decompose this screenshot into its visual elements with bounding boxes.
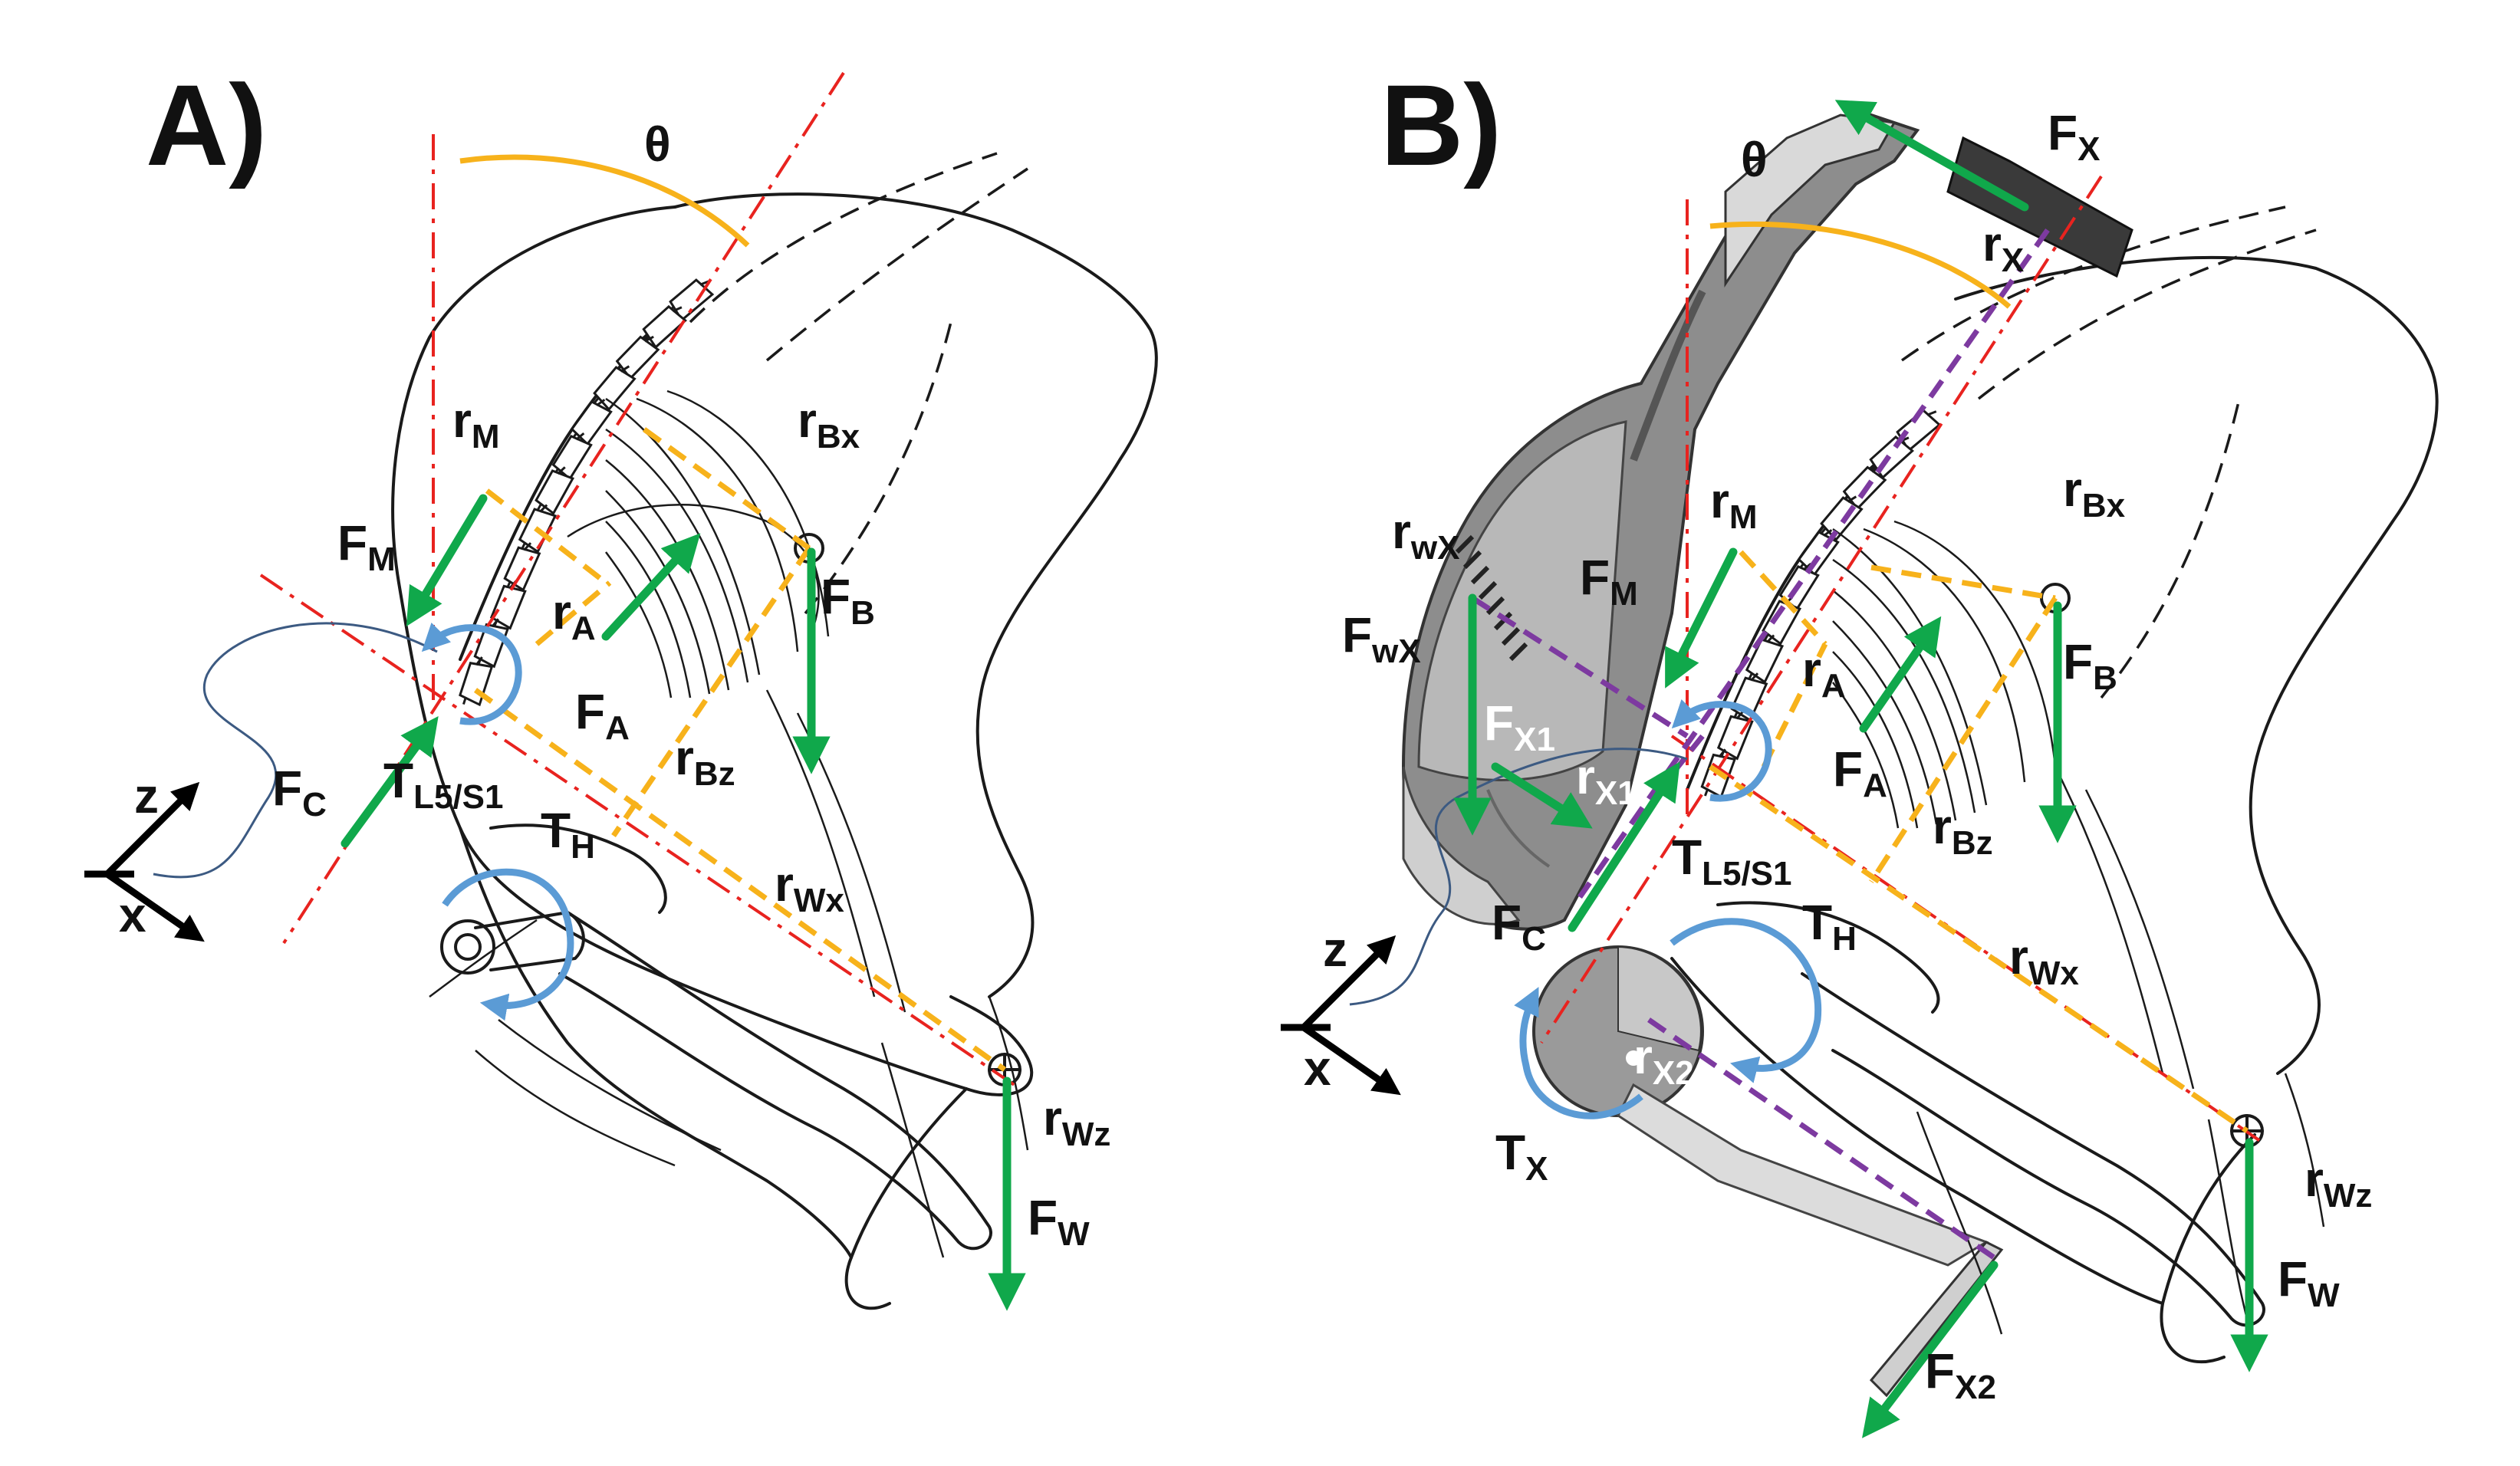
panel-a-axis-x-label: x	[119, 887, 146, 942]
panel-b-label-rwx: rWx	[2009, 929, 2079, 992]
panel-a-axis-z-label: z	[134, 768, 159, 823]
panel-b-label-rbx: rBx	[2063, 462, 2126, 524]
panel-a-label-fa: FA	[575, 684, 630, 747]
panel-a-force-fa-arrow	[601, 533, 701, 641]
panel-b-label-th: TH	[1802, 895, 1857, 958]
panel-a-theta-label: θ	[644, 117, 671, 172]
panel-a-spine	[456, 272, 719, 711]
panel-b-label: B)	[1380, 61, 1502, 189]
panel-a-trunk-axis-line	[282, 71, 845, 945]
panel-b-label-fx: FX	[2048, 105, 2100, 168]
panel-b-label-tl5s1: TL5/S1	[1672, 830, 1791, 892]
panel-b-body-outline	[1670, 205, 2439, 1364]
panel-a-body-outline	[391, 152, 1158, 1310]
panel-b-label-fb: FB	[2063, 634, 2117, 697]
panel-b-trunk-axis-line	[1540, 175, 2103, 1044]
panel-a-coordinate-axes: z x	[84, 768, 205, 942]
panel-b-torque-exo	[1514, 987, 1643, 1119]
panel-a-label-fb: FB	[821, 569, 875, 632]
panel-a-label-rwx: rWx	[775, 856, 844, 919]
panel-a-label-th: TH	[541, 803, 595, 866]
panel-a-angle-arc	[459, 154, 750, 248]
panel-b-torque-l5s1	[1671, 699, 1772, 802]
panel-a-horizontal-reference-line	[259, 574, 1021, 1090]
panel-a-sensor-cable	[153, 622, 438, 879]
panel-a-label-fc: FC	[272, 761, 327, 823]
panel-a-torque-hip	[442, 868, 574, 1021]
panel-b-label-rx1: rX1	[1576, 749, 1637, 812]
panel-a-force-fm-arrow	[406, 494, 488, 626]
panel-b-angle-arc	[1709, 221, 2012, 309]
panel-b: B)	[1281, 61, 2439, 1438]
panel-a-label-ra: rA	[552, 584, 596, 647]
panel-a-label-fw: FW	[1028, 1190, 1090, 1253]
panel-b-force-fx2-arrow	[1862, 1261, 1999, 1438]
panel-b-spine	[1686, 403, 1946, 803]
panel-b-label-rx: rX	[1982, 216, 2024, 279]
panel-b-sensor-cable	[1349, 748, 1688, 1006]
panel-b-hip-actuator	[1532, 945, 2004, 1398]
panel-a-moment-arms	[473, 427, 1007, 1072]
panel-a-label-tl5s1: TL5/S1	[383, 753, 503, 816]
panel-a-force-fc-arrow	[340, 716, 439, 848]
panel-b-label-rwz: rWz	[2305, 1152, 2372, 1215]
panel-b-force-fx-arrow	[1834, 100, 2029, 212]
panel-a-label-rwz: rWz	[1043, 1090, 1110, 1153]
panel-a: A)	[84, 61, 1158, 1311]
panel-b-label-rx2: rX2	[1633, 1029, 1694, 1092]
panel-a-torque-l5s1	[421, 623, 522, 725]
panel-b-label-ra: rA	[1802, 642, 1846, 705]
panel-b-coordinate-axes: z x	[1281, 922, 1401, 1096]
panel-b-axis-x-label: x	[1304, 1040, 1331, 1096]
panel-b-label-fx1: FX1	[1484, 695, 1555, 758]
panel-a-hip-joint	[429, 823, 992, 1251]
panel-b-label-fa: FA	[1833, 741, 1887, 804]
panel-a-label-rm: rM	[452, 393, 500, 455]
panel-b-force-fm-arrow	[1665, 547, 1738, 689]
panel-a-label-rbx: rBx	[798, 393, 860, 455]
panel-b-label-fm: FM	[1580, 550, 1638, 613]
panel-b-torque-hip	[1670, 918, 1822, 1083]
panel-b-force-fx1-arrow	[1491, 762, 1593, 829]
panel-b-label-fwx: FwX	[1342, 607, 1421, 670]
panel-b-force-fc-arrow	[1568, 761, 1680, 932]
panel-b-label-fc: FC	[1492, 895, 1546, 958]
panel-b-label-rm: rM	[1710, 473, 1758, 536]
panel-b-label-rbz: rBz	[1933, 799, 1993, 862]
panel-b-label-rwx-exo: rwX	[1392, 504, 1459, 567]
panel-a-label-rbz: rBz	[675, 730, 735, 793]
panel-b-label-fx2: FX2	[1925, 1343, 1996, 1406]
panel-b-label-fw: FW	[2278, 1251, 2340, 1314]
panel-b-force-fa-arrow	[1859, 616, 1942, 733]
panel-a-label: A)	[146, 61, 267, 189]
panel-b-theta-label: θ	[1741, 132, 1768, 187]
panel-b-moment-arms	[1709, 550, 2249, 1133]
panel-b-label-tx: TX	[1495, 1125, 1548, 1188]
panel-a-label-fm: FM	[337, 515, 396, 578]
panel-b-axis-z-label: z	[1323, 922, 1347, 977]
panel-b-pelvis	[1716, 901, 2265, 1335]
panel-a-diaphragm	[567, 504, 820, 629]
